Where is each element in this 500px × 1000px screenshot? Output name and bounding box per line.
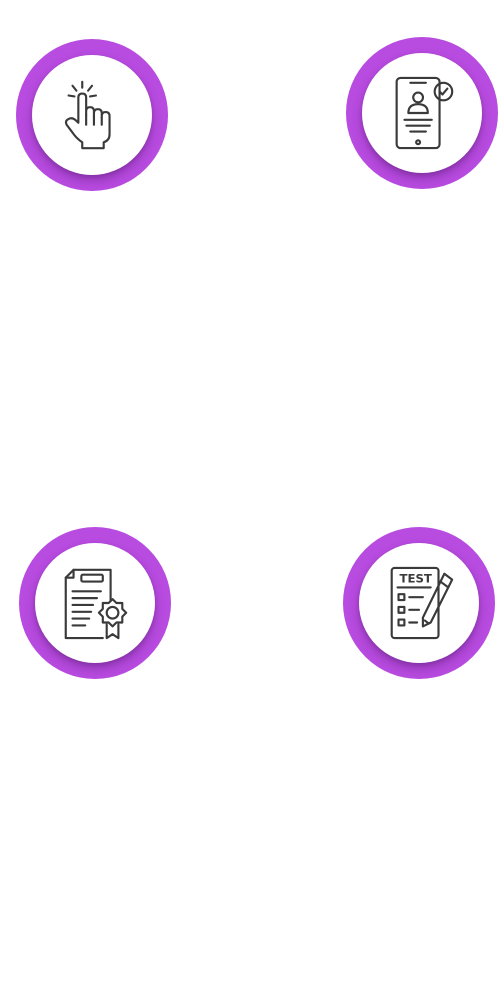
tap-hand-icon xyxy=(64,80,111,150)
id-verified-badge-inner xyxy=(362,53,482,173)
test-checklist-pencil-icon: TEST xyxy=(390,566,454,640)
test-badge-inner: TEST xyxy=(359,543,479,663)
tap-badge-inner xyxy=(32,55,152,175)
tap-badge xyxy=(16,39,168,191)
certificate-badge xyxy=(19,527,171,679)
test-label: TEST xyxy=(400,572,432,586)
certificate-document-icon xyxy=(64,568,128,640)
id-verified-tablet-icon xyxy=(395,76,454,150)
certificate-badge-inner xyxy=(35,543,155,663)
test-badge: TEST xyxy=(343,527,495,679)
id-verified-badge xyxy=(346,37,498,189)
